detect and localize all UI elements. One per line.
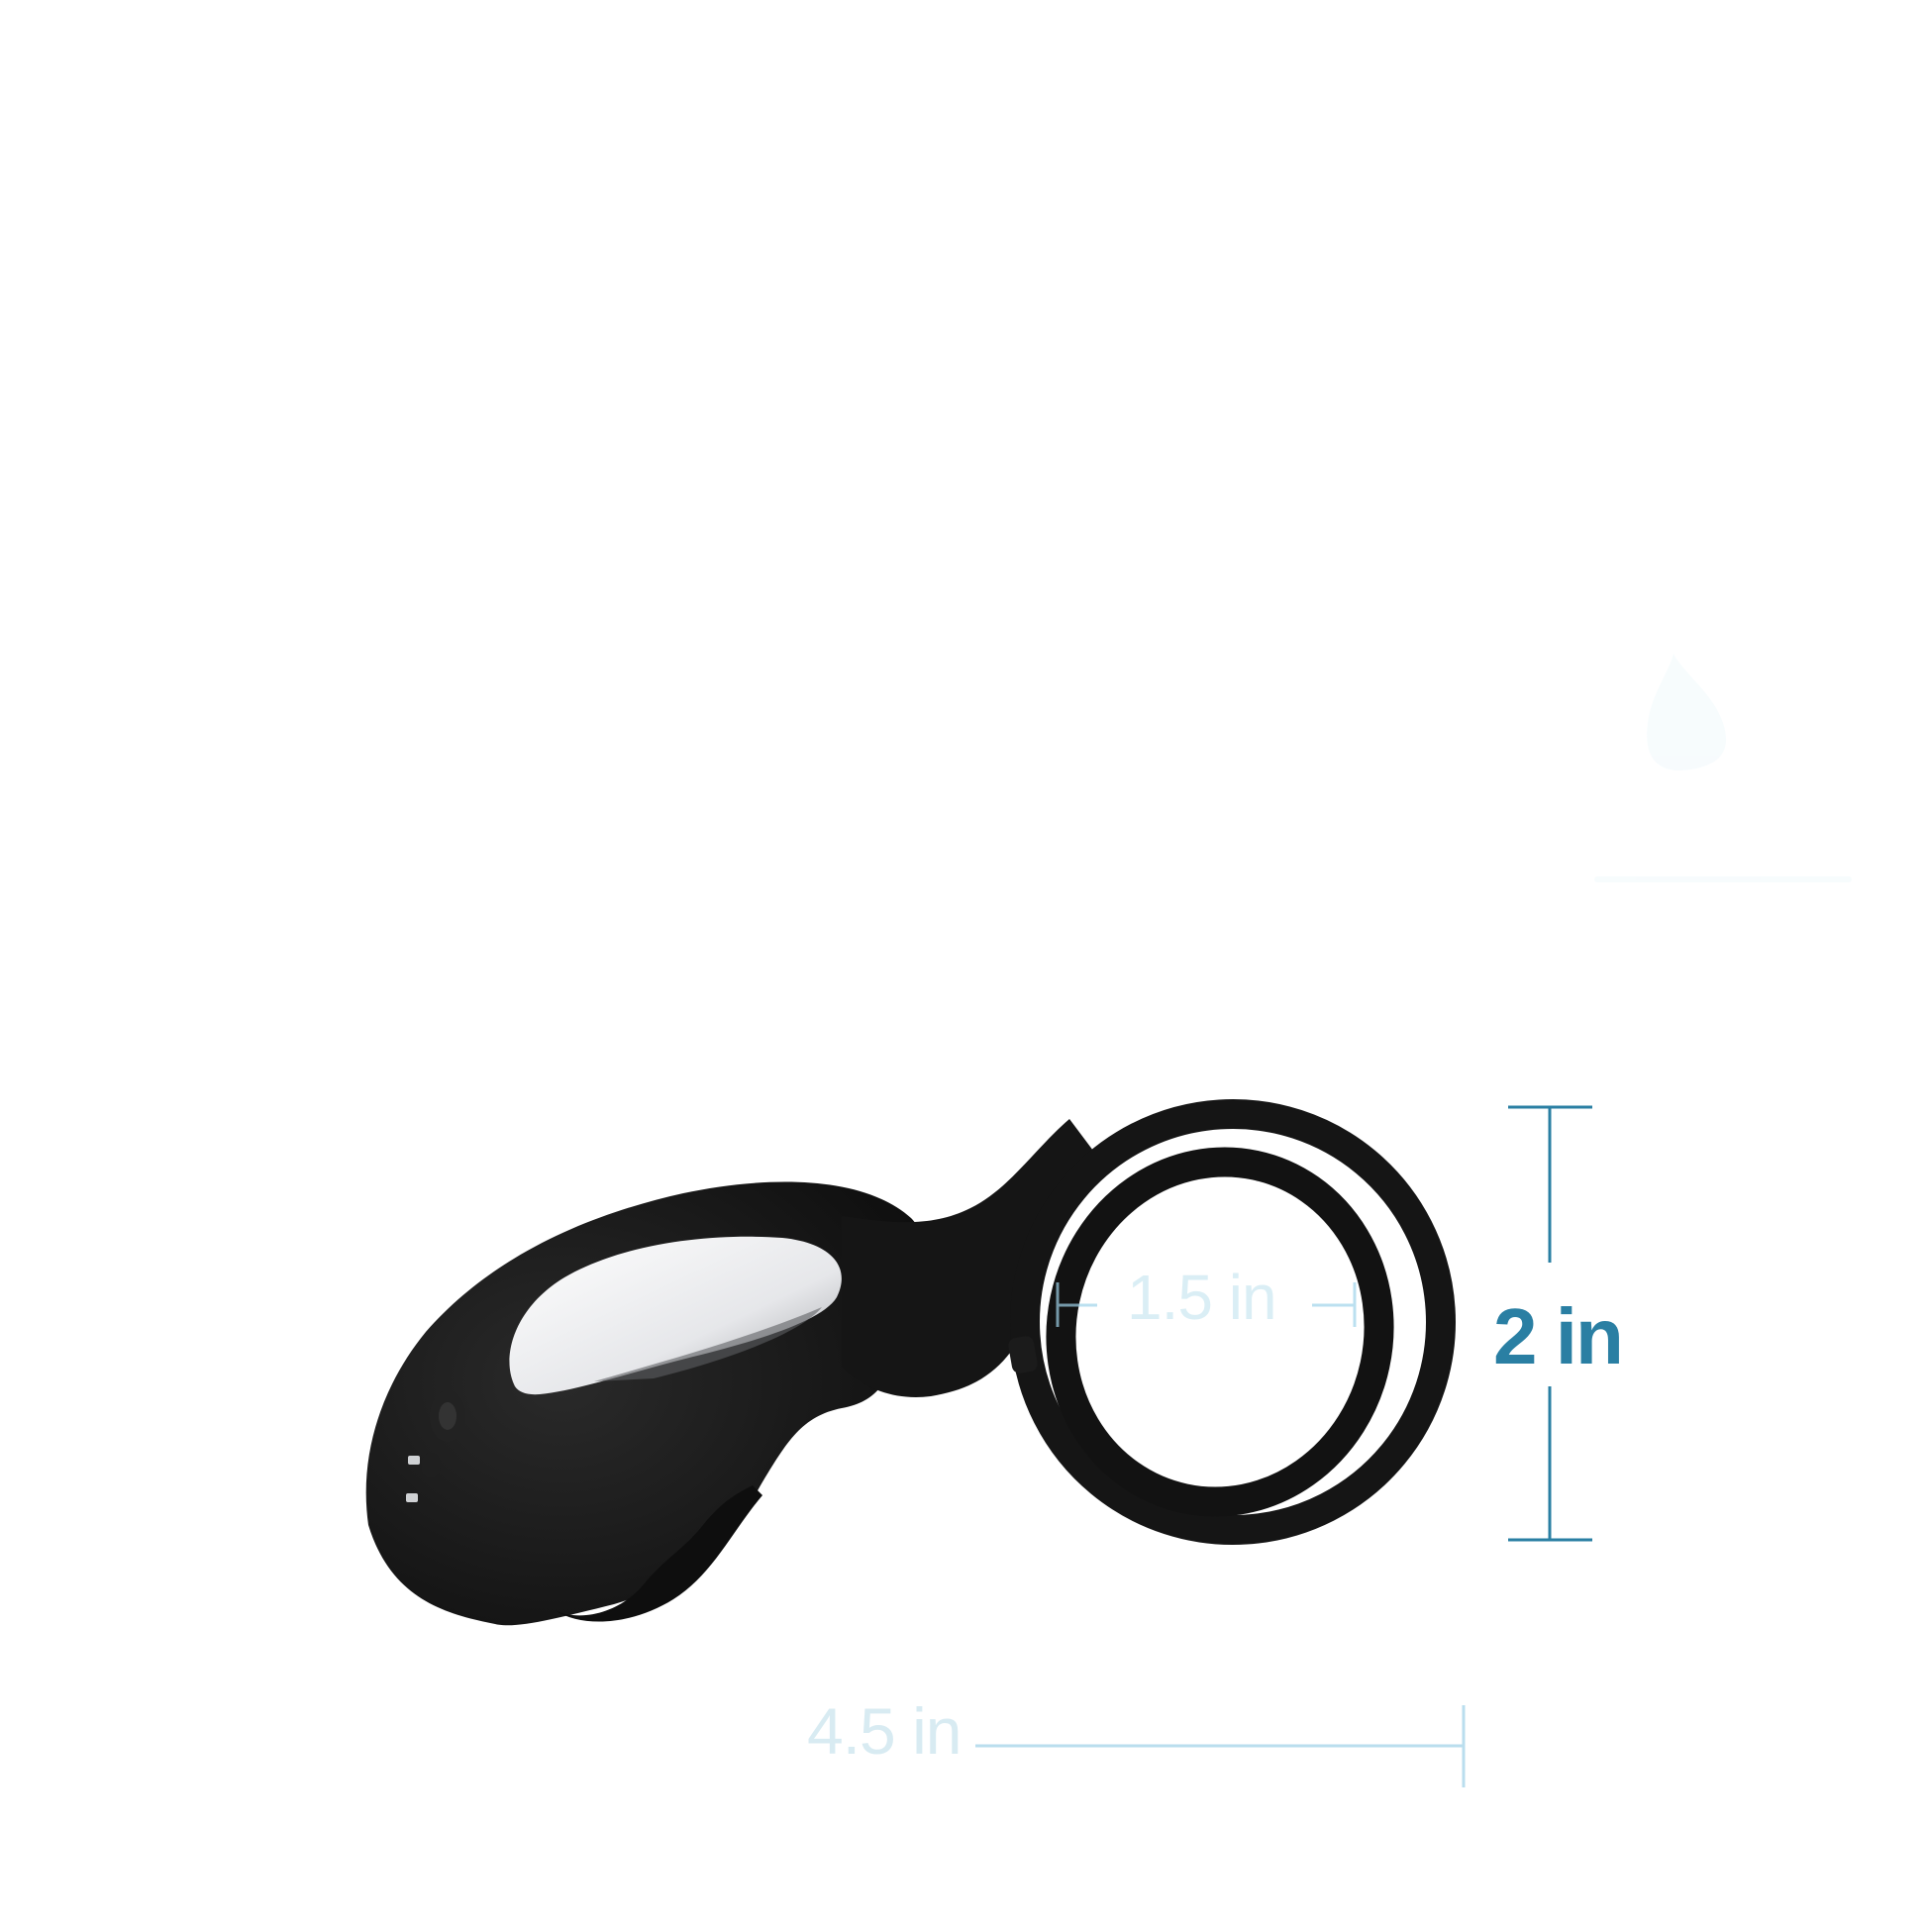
outer-ring: [1010, 1099, 1456, 1545]
silver-panel: [509, 1236, 842, 1395]
length-label: 4.5 in: [807, 1694, 962, 1768]
inner-ring: [1046, 1147, 1394, 1517]
product-ridges: [555, 1485, 762, 1622]
height-label: 2 in: [1493, 1292, 1624, 1380]
inner-dimension: [1056, 1282, 1357, 1327]
control-buttons: [406, 1390, 465, 1502]
faint-background-shape: [1594, 654, 1852, 882]
product-neck: [842, 1119, 1099, 1397]
length-dimension: [975, 1705, 1466, 1787]
inner-ring-label: 1.5 in: [1127, 1262, 1277, 1333]
height-dimension: [1508, 1105, 1592, 1542]
